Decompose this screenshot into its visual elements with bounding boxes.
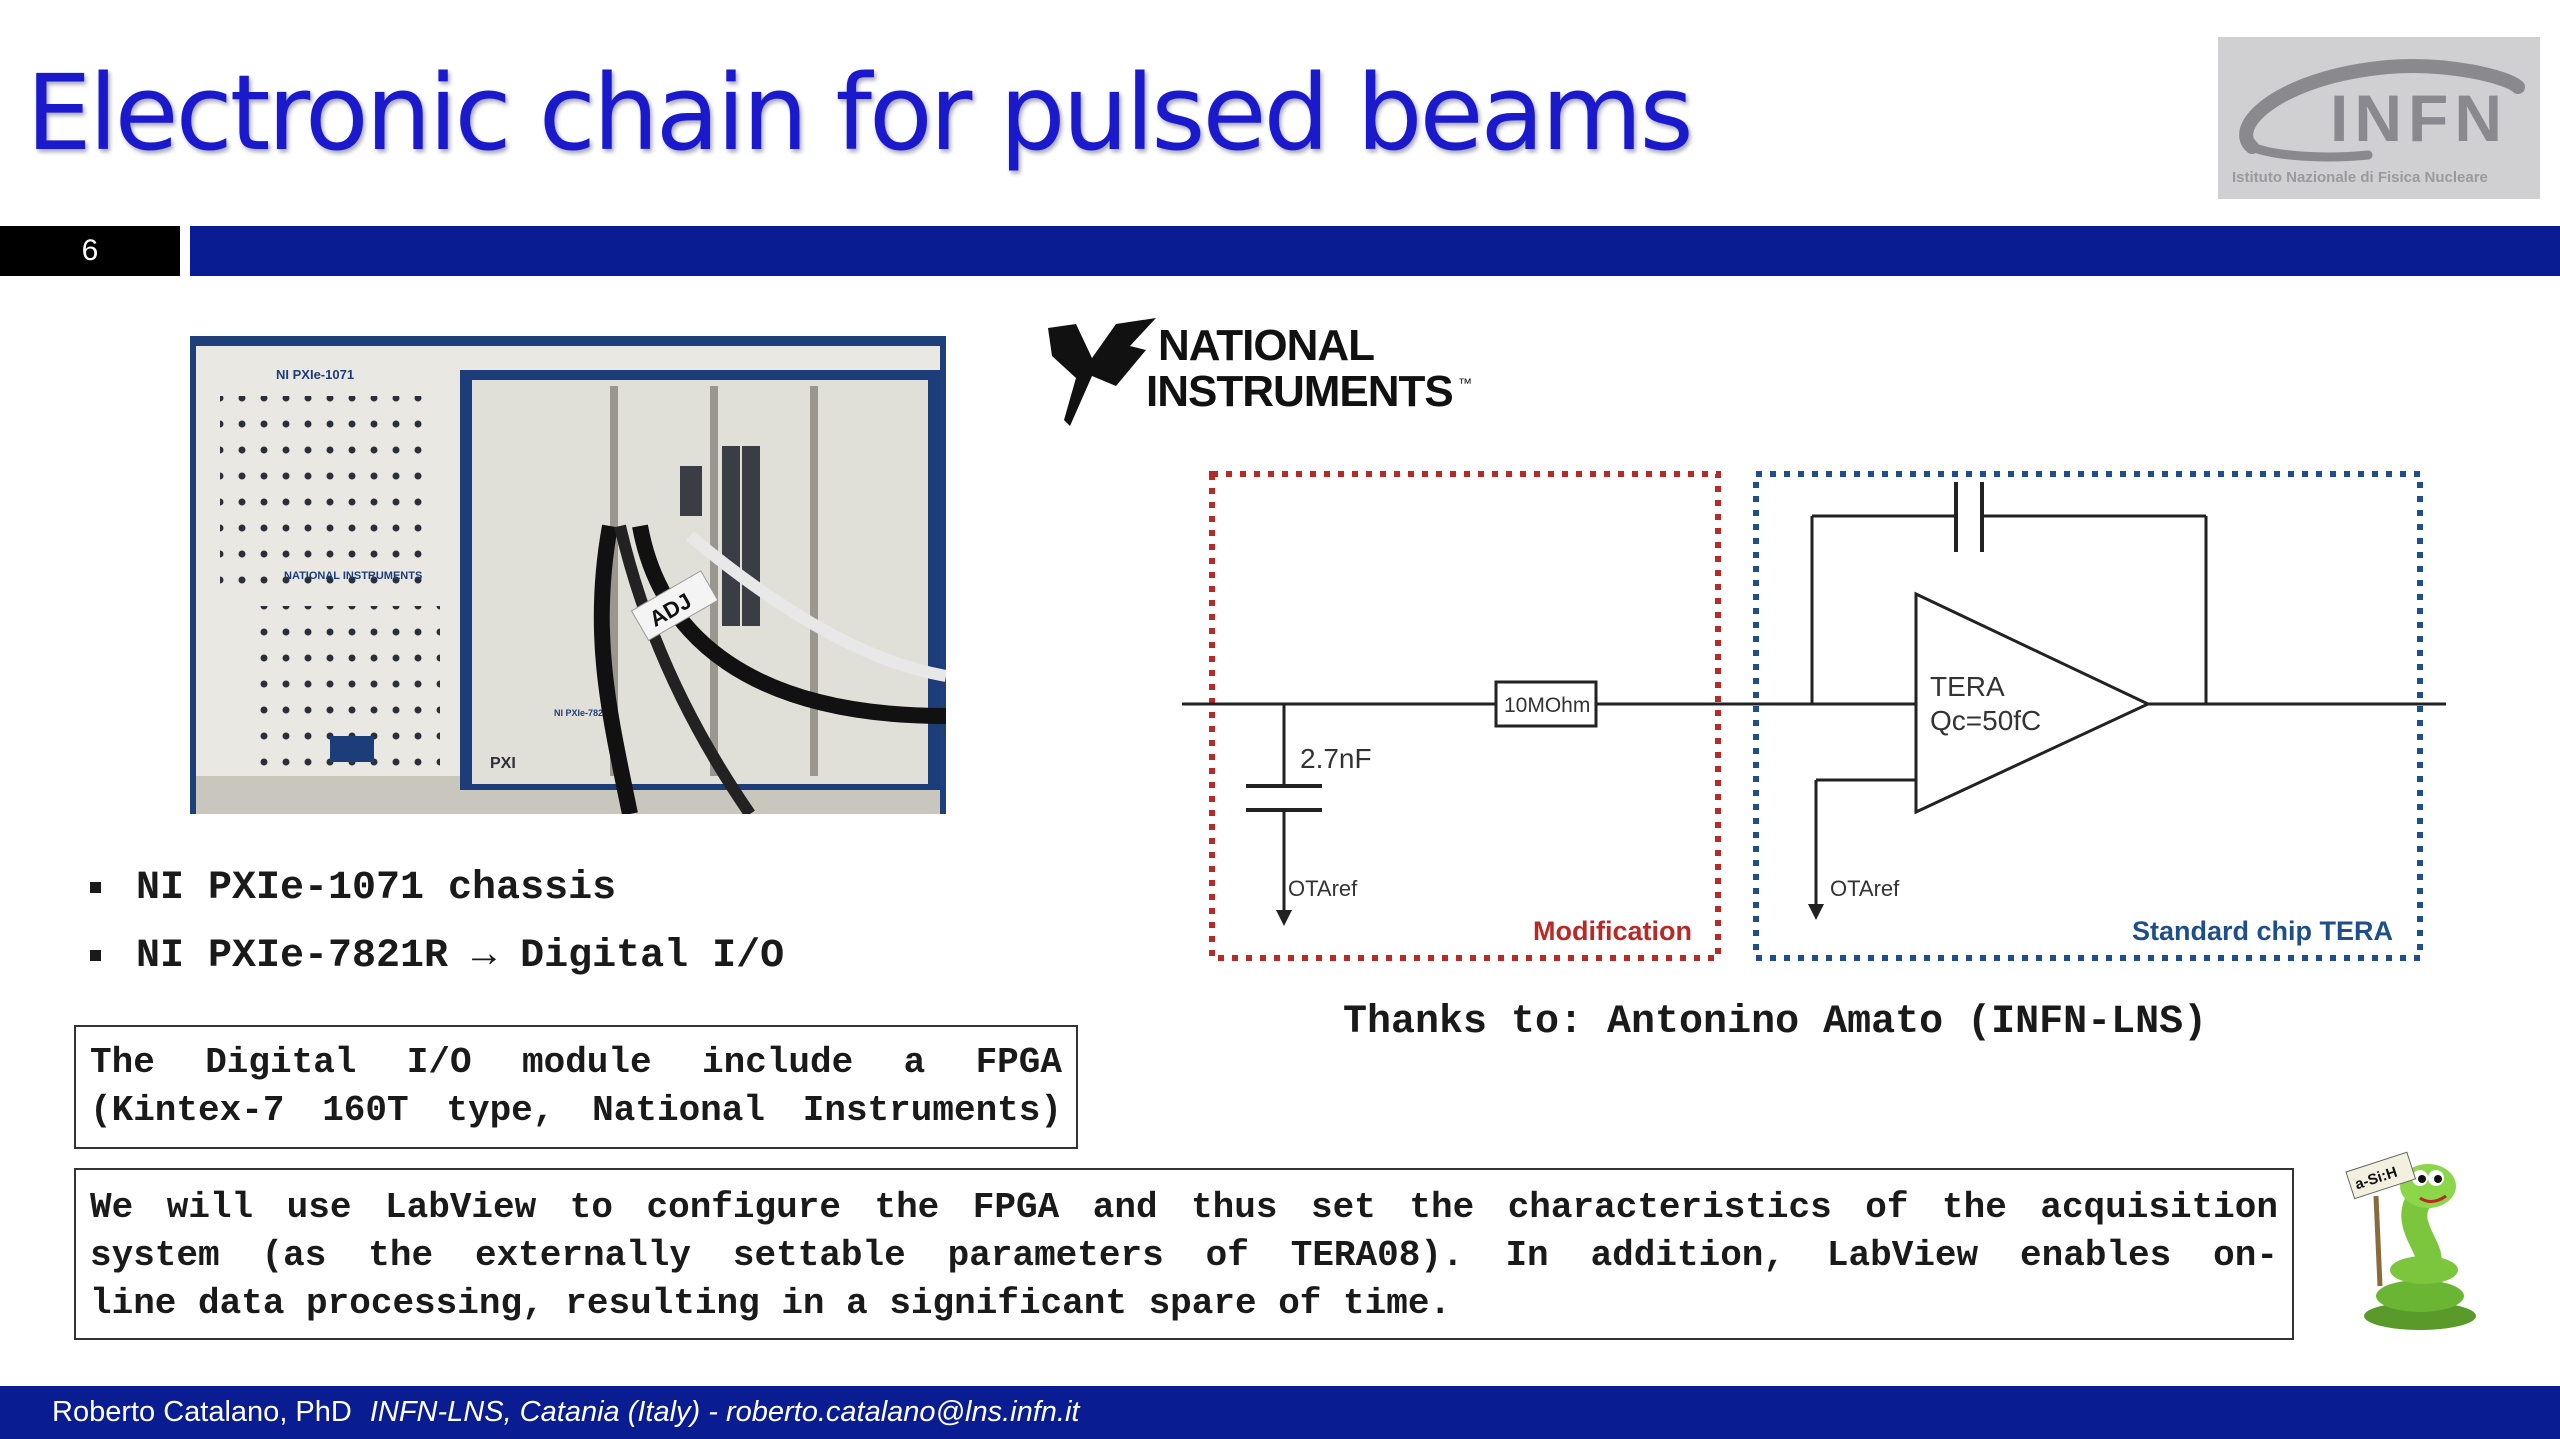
- labview-note-line: system (as the externally settable param…: [90, 1235, 2278, 1276]
- circuit-diagram: 10MOhm 2.7nF OTAref TERA Qc=50fC OTAref …: [1182, 471, 2446, 961]
- ni-logo-line2: INSTRUMENTS: [1146, 367, 1453, 416]
- amp-qc: Qc=50fC: [1930, 705, 2041, 736]
- amp-name: TERA: [1930, 671, 2005, 702]
- labview-note-line: We will use LabView to configure the FPG…: [90, 1187, 2278, 1228]
- fpga-note-box: The Digital I/O module include a FPGA (K…: [74, 1025, 1078, 1149]
- labview-note-box: We will use LabView to configure the FPG…: [74, 1168, 2294, 1340]
- slide-title: Electronic chain for pulsed beams: [26, 52, 1694, 174]
- tera-amplifier: [1914, 591, 2152, 815]
- bullet-item: NI PXIe-1071 chassis: [86, 866, 784, 934]
- thanks-note: Thanks to: Antonino Amato (INFN-LNS): [1343, 1000, 2208, 1045]
- bullet-list: NI PXIe-1071 chassis NI PXIe-7821R → Dig…: [86, 866, 784, 1002]
- fpga-note-line: The Digital I/O module include a FPGA: [90, 1042, 1062, 1083]
- standard-chip-label: Standard chip TERA: [2132, 916, 2393, 946]
- resistor-label: 10MOhm: [1504, 694, 1590, 717]
- infn-logo-name: INFN: [2330, 81, 2508, 155]
- snake-mascot: a-Si:H: [2345, 1151, 2476, 1330]
- resistor: [1494, 680, 1598, 728]
- page-number: 6: [0, 226, 180, 276]
- photo-model-label: NI PXIe-1071: [276, 367, 354, 382]
- bullet-item: NI PXIe-7821R → Digital I/O: [86, 934, 784, 1002]
- ni-logo-line1: NATIONAL: [1158, 321, 1374, 370]
- infn-logo-subtitle: Istituto Nazionale di Fisica Nucleare: [2232, 169, 2488, 186]
- capacitor-label: 2.7nF: [1300, 743, 1372, 774]
- photo-bus-label: PXI: [490, 755, 516, 772]
- chassis-photo: NI PXIe-1071 NATIONAL INSTRUMENTS NI PXI…: [190, 336, 946, 814]
- footer-bar: Roberto Catalano, PhD INFN-LNS, Catania (…: [0, 1386, 2560, 1439]
- labview-note-line: line data processing, resulting in a sig…: [90, 1283, 1452, 1324]
- modification-label: Modification: [1533, 916, 1692, 946]
- ni-logo: NATIONAL INSTRUMENTS ™: [1048, 318, 1472, 426]
- footer-author: Roberto Catalano, PhD: [52, 1396, 352, 1428]
- photo-module-label: NI PXIe-7821R: [554, 708, 615, 718]
- infn-logo: INFN Istituto Nazionale di Fisica Nuclea…: [2218, 37, 2540, 199]
- modification-box: [1209, 471, 1721, 961]
- ota-ref-left: OTAref: [1288, 876, 1358, 901]
- fpga-note-line: (Kintex-7 160T type, National Instrument…: [90, 1090, 1062, 1131]
- ni-eagle-icon: [1048, 318, 1156, 426]
- photo-brand-label: NATIONAL INSTRUMENTS: [284, 570, 422, 582]
- footer-affiliation: INFN-LNS, Catania (Italy) - roberto.cata…: [369, 1396, 1080, 1428]
- ota-ref-right: OTAref: [1830, 876, 1900, 901]
- ni-logo-tm: ™: [1458, 375, 1472, 391]
- header-bar: [190, 226, 2560, 276]
